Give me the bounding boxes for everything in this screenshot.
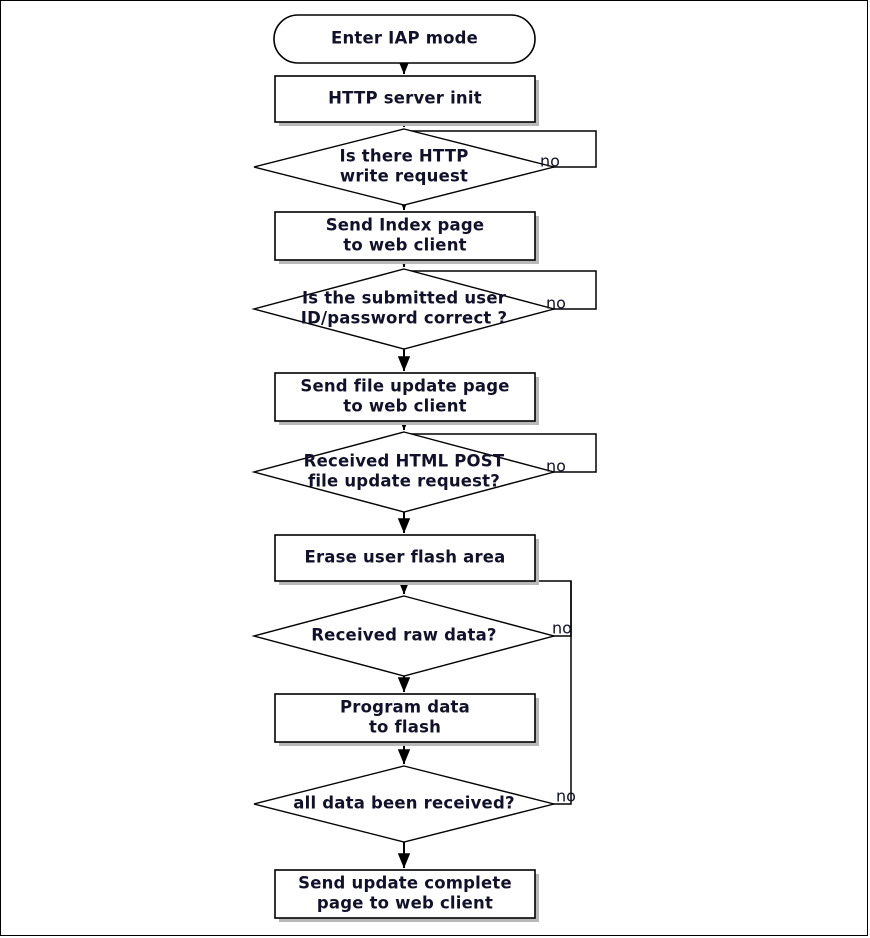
node-all-data-been-received: all data been received? bbox=[253, 765, 555, 843]
received-raw-data-shape bbox=[251, 595, 557, 677]
enter-iap-mode-shape bbox=[273, 14, 536, 64]
node-erase-user-flash-area: Erase user flash area bbox=[274, 534, 539, 585]
is-submitted-user-id-password-correct-label-line-1: Is the submitted user bbox=[302, 289, 507, 308]
no-loop-write-request-label: no bbox=[540, 152, 560, 171]
connector-no-loop-write-request bbox=[404, 130, 597, 168]
node-http-server-init: HTTP server init bbox=[274, 75, 539, 126]
is-there-http-write-request-label-line-1: Is there HTTP bbox=[340, 147, 469, 166]
is-there-http-write-request-label-line-2: write request bbox=[340, 167, 468, 186]
no-loop-post-label: no bbox=[546, 457, 566, 476]
send-update-complete-page-to-web-client-label-line-1: Send update complete bbox=[298, 874, 512, 893]
send-file-update-page-to-web-client-shape bbox=[274, 372, 536, 422]
no-loop-all-data-label: no bbox=[556, 787, 576, 806]
erase-user-flash-area-shape bbox=[274, 534, 536, 582]
received-html-post-file-update-request-label-line-2: file update request? bbox=[308, 472, 500, 491]
connector-no-loop-all-data bbox=[546, 581, 572, 805]
all-data-been-received-label-line-1: all data been received? bbox=[293, 794, 514, 813]
node-enter-iap-mode: Enter IAP mode bbox=[273, 14, 536, 64]
connector-no-loop-post bbox=[404, 433, 597, 473]
received-html-post-file-update-request-shape bbox=[251, 431, 557, 513]
branch-labels: no no no no no bbox=[540, 152, 576, 806]
send-index-page-to-web-client-shape bbox=[274, 211, 536, 261]
send-update-complete-page-to-web-client-label-line-2: page to web client bbox=[317, 894, 493, 913]
is-submitted-user-id-password-correct-label-line-2: ID/password correct ? bbox=[301, 309, 508, 328]
send-index-page-to-web-client-label-line-1: Send Index page bbox=[326, 216, 485, 235]
connector-no-loop-credentials bbox=[404, 270, 597, 310]
program-data-to-flash-shape bbox=[274, 693, 536, 743]
is-there-http-write-request-shape bbox=[253, 128, 555, 206]
program-data-to-flash-label-line-1: Program data bbox=[340, 698, 470, 717]
no-loop-credentials-label: no bbox=[546, 294, 566, 313]
send-file-update-page-to-web-client-label-line-1: Send file update page bbox=[300, 377, 509, 396]
received-raw-data-label-line-1: Received raw data? bbox=[311, 626, 496, 645]
is-submitted-user-id-password-correct-shape bbox=[251, 268, 557, 350]
no-loop-raw-data-label: no bbox=[552, 619, 572, 638]
enter-iap-mode-label-line-1: Enter IAP mode bbox=[331, 29, 478, 48]
all-data-been-received-shape bbox=[253, 765, 555, 843]
program-data-to-flash-label-line-2: to flash bbox=[369, 718, 441, 737]
send-index-page-to-web-client-label-line-2: to web client bbox=[343, 236, 466, 255]
erase-user-flash-area-label-line-1: Erase user flash area bbox=[304, 548, 505, 567]
http-server-init-label-line-1: HTTP server init bbox=[328, 89, 482, 108]
node-received-raw-data: Received raw data? bbox=[251, 595, 557, 677]
send-file-update-page-to-web-client-label-line-2: to web client bbox=[343, 397, 466, 416]
received-html-post-file-update-request-label-line-1: Received HTML POST bbox=[304, 452, 505, 471]
send-update-complete-page-to-web-client-shape bbox=[274, 869, 536, 919]
http-server-init-shape bbox=[274, 75, 536, 123]
